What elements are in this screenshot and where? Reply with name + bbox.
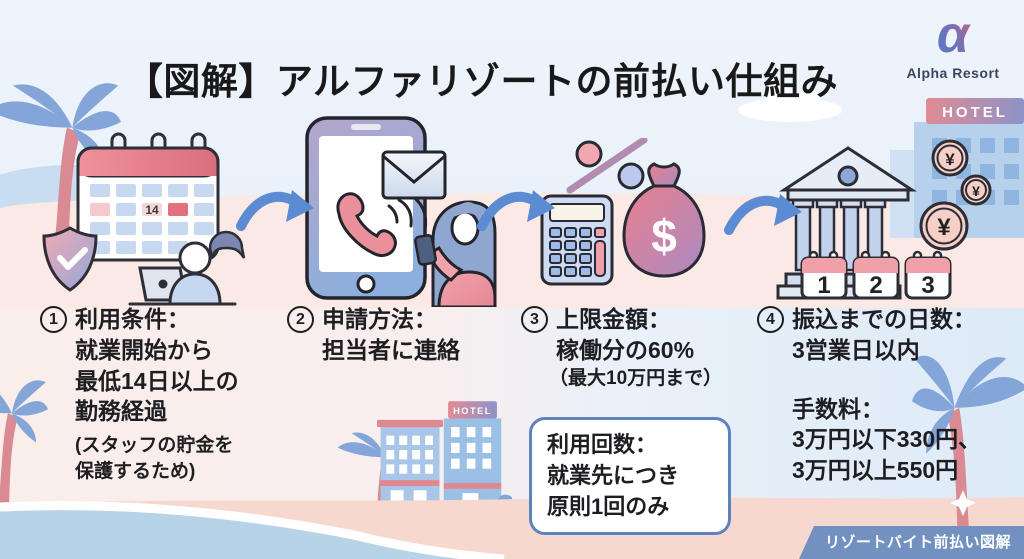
step-heading: 振込までの日数： [792,306,976,332]
step-note-line: (スタッフの貯金を [75,435,234,457]
day-number-label: 1 [817,272,830,299]
step-note-line: 保護するため) [75,460,196,482]
step3-text-block: 3 上限金額： 稼働分の60% （最大10万円まで） [521,304,749,391]
step-line: 3営業日以内 [792,336,920,363]
alpha-symbol-label: α [937,8,972,62]
dollar-symbol-label: $ [651,210,677,262]
calendar-days-icon: 1 2 3 [800,250,952,300]
yen-coins-icon: ¥ ¥ ¥ [919,139,992,251]
flow-arrow-icon [477,190,555,231]
step-number-badge: 1 [40,305,67,333]
person-phone-icon [414,200,497,307]
brand-name: Alpha Resort [906,65,1000,81]
step-number-badge: 2 [287,305,314,333]
cloud-icon [738,84,842,122]
step-heading: 申請方法： [322,306,437,332]
smartphone-call-mail-person-icon [305,116,497,307]
beach-shore [0,497,1024,559]
hotel-sign-label: HOTEL [453,406,492,416]
yen-symbol-label: ¥ [937,214,951,241]
percent-calculator-moneybag-icon: $ [540,138,706,286]
brand-logo: α Alpha Resort [898,6,1008,81]
step-line: 勤務経過 [75,398,167,425]
step-line: 最低14日以上の [75,367,239,394]
calculator-icon [540,194,614,286]
step4-text-block: 4 振込までの日数： 3営業日以内 手数料： 3万円以下330円、 3万円以上5… [757,304,1021,486]
step-line: 就業開始から [75,336,213,363]
yen-symbol-label: ¥ [945,150,955,169]
alpha-logo-icon: α [937,6,972,64]
step-number-badge: 3 [521,305,548,333]
percent-icon [566,138,648,194]
bank-coins-calendars-icon: ¥ ¥ ¥ 1 2 [776,139,992,300]
calendar-day-label: 14 [145,203,159,217]
step-line: 稼働分の60% [556,336,695,363]
money-bag-icon: $ [622,162,706,278]
day-number-label: 2 [869,272,882,299]
page-title: 【図解】アルファリゾートの前払い仕組み [125,60,839,102]
callout-line: 就業先につき [547,463,680,489]
usage-limit-callout: 利用回数： 就業先につき 原則1回のみ [529,417,731,535]
step-number-badge: 4 [757,305,784,333]
fee-heading: 手数料： [792,395,884,422]
day-number-label: 3 [921,272,934,299]
footer-tag: リゾートバイト前払い図解 [798,526,1024,559]
hotel-sign-label: HOTEL [942,104,1008,121]
flow-arrow-icon [236,190,314,231]
step-heading: 利用条件： [75,306,190,332]
fee-line: 3万円以上550円 [792,457,959,484]
step1-text-block: 1 利用条件： 就業開始から 最低14日以上の 勤務経過 (スタッフの貯金を 保… [40,304,280,484]
flow-arrow-icon [724,194,802,235]
yen-symbol-label: ¥ [972,183,980,199]
sparkle-icon [950,490,976,516]
callout-line: 利用回数： [547,432,658,457]
callout-line: 原則1回のみ [547,494,670,520]
step-note-line: （最大10万円まで） [549,367,723,389]
calendar-shield-person-laptop-icon: 14 [42,132,246,306]
phone-call-icon [336,192,428,258]
step2-text-block: 2 申請方法： 担当者に連絡 [287,304,507,366]
step-heading: 上限金額： [556,306,671,332]
step-line: 担当者に連絡 [322,336,460,363]
mail-icon [381,150,447,200]
fee-line: 3万円以下330円、 [792,426,982,453]
